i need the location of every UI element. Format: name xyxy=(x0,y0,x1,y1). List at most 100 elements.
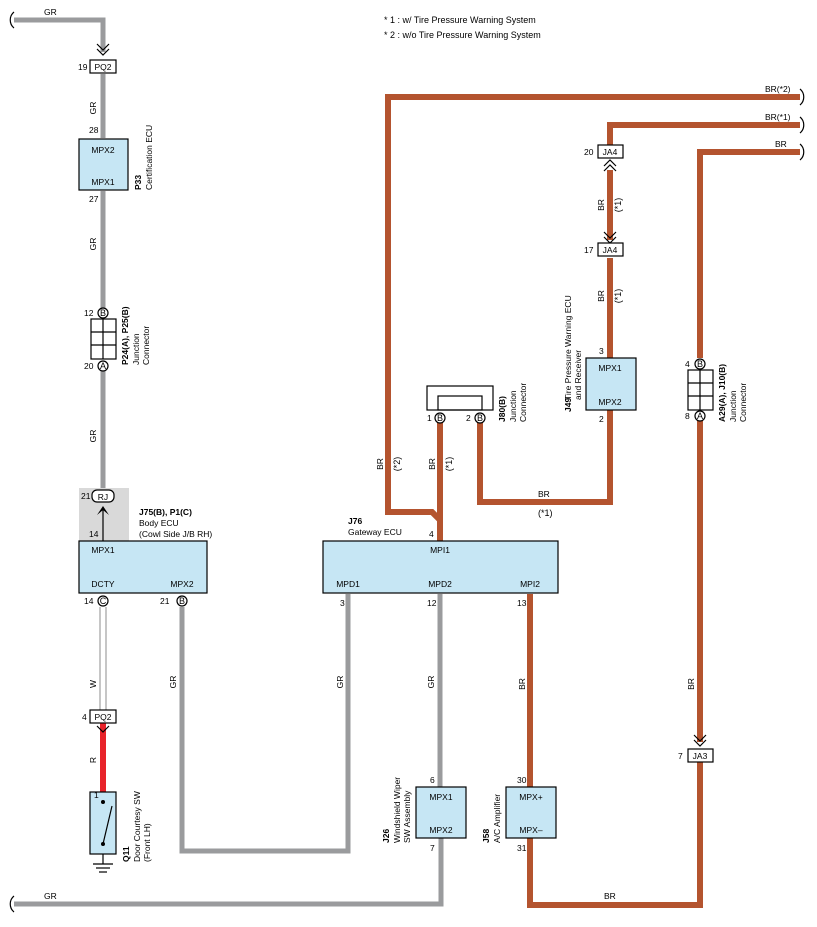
svg-text:B: B xyxy=(437,413,443,423)
svg-text:MPX–: MPX– xyxy=(519,825,542,835)
svg-text:JA4: JA4 xyxy=(603,245,618,255)
wire-gr-top xyxy=(14,17,106,52)
svg-text:MPX2: MPX2 xyxy=(91,145,114,155)
svg-text:Junction: Junction xyxy=(508,390,518,422)
svg-text:Tire Pressure Warning ECU: Tire Pressure Warning ECU xyxy=(563,295,573,400)
lbl-br-4: BR xyxy=(596,199,606,211)
svg-text:28: 28 xyxy=(89,125,99,135)
wire-break-right-1 xyxy=(799,88,805,106)
lbl-gr-top: GR xyxy=(44,7,57,17)
svg-text:MPI2: MPI2 xyxy=(520,579,540,589)
svg-text:1: 1 xyxy=(427,413,432,423)
svg-text:21: 21 xyxy=(81,491,91,501)
ecu-j58-ac-amplifier: MPX+ MPX– 30 31 J58 A/C Amplifier xyxy=(481,775,557,853)
svg-text:Connector: Connector xyxy=(141,326,151,365)
wire-gr-mpx2-mpd1 xyxy=(179,594,351,854)
svg-text:J58: J58 xyxy=(481,829,491,843)
svg-text:31: 31 xyxy=(517,843,527,853)
lbl-s1-3: (*1) xyxy=(613,198,623,213)
svg-text:20: 20 xyxy=(84,361,94,371)
lbl-r: R xyxy=(88,757,98,763)
svg-text:J49: J49 xyxy=(563,398,573,412)
svg-text:B: B xyxy=(100,308,106,318)
svg-text:3: 3 xyxy=(340,598,345,608)
svg-text:JA4: JA4 xyxy=(603,147,618,157)
wire-br-j49-j80 xyxy=(477,410,613,505)
note-2: * 2 : w/o Tire Pressure Warning System xyxy=(384,30,541,40)
lbl-br-7: BR xyxy=(686,678,696,690)
svg-text:Q11: Q11 xyxy=(121,846,131,862)
svg-text:MPX1: MPX1 xyxy=(91,177,114,187)
svg-text:RJ: RJ xyxy=(98,492,108,502)
svg-text:MPD1: MPD1 xyxy=(336,579,360,589)
lbl-s1-2: (*1) xyxy=(538,508,553,518)
svg-text:4: 4 xyxy=(82,712,87,722)
svg-text:6: 6 xyxy=(430,775,435,785)
svg-text:Gateway ECU: Gateway ECU xyxy=(348,527,402,537)
lbl-gr-6: GR xyxy=(426,676,436,689)
svg-text:MPX2: MPX2 xyxy=(598,397,621,407)
wire-br-j58-bottom xyxy=(527,762,703,908)
lbl-br-top: BR xyxy=(775,139,787,149)
note-1: * 1 : w/ Tire Pressure Warning System xyxy=(384,15,536,25)
lbl-br-1: BR xyxy=(375,458,385,470)
svg-text:B: B xyxy=(179,596,185,606)
svg-text:MPX1: MPX1 xyxy=(91,545,114,555)
connector-ja4-bottom: JA4 17 xyxy=(584,231,624,257)
svg-text:PQ2: PQ2 xyxy=(94,712,111,722)
svg-text:Connector: Connector xyxy=(738,383,748,422)
wire-break-right-3 xyxy=(799,143,805,161)
svg-text:4: 4 xyxy=(429,529,434,539)
svg-text:3: 3 xyxy=(599,346,604,356)
svg-text:(Cowl Side J/B RH): (Cowl Side J/B RH) xyxy=(139,529,212,539)
ecu-p33-certification: MPX2 MPX1 28 27 P33 Certification ECU xyxy=(78,125,154,204)
svg-text:B: B xyxy=(697,359,703,369)
ecu-j76-gateway: MPI1 MPD1 MPD2 MPI2 4 3 12 13 J76 Gatewa… xyxy=(322,516,559,608)
svg-text:A29(A), J10(B): A29(A), J10(B) xyxy=(717,364,727,422)
svg-text:1: 1 xyxy=(94,790,99,800)
lbl-br-6: BR xyxy=(517,678,527,690)
connector-ja4-top: JA4 20 xyxy=(584,144,624,172)
svg-text:Body ECU: Body ECU xyxy=(139,518,179,528)
svg-text:JA3: JA3 xyxy=(693,751,708,761)
svg-text:12: 12 xyxy=(427,598,437,608)
svg-text:12: 12 xyxy=(84,308,94,318)
lbl-br-5: BR xyxy=(596,290,606,302)
svg-text:J80(B): J80(B) xyxy=(497,396,507,422)
lbl-br-2: BR xyxy=(427,458,437,470)
svg-text:7: 7 xyxy=(430,843,435,853)
connector-pq2-top: PQ2 19 xyxy=(78,43,117,74)
svg-text:20: 20 xyxy=(584,147,594,157)
svg-text:PQ2: PQ2 xyxy=(94,62,111,72)
lbl-br-3: BR xyxy=(538,489,550,499)
wire-break-right-2 xyxy=(799,116,805,134)
svg-text:Connector: Connector xyxy=(518,383,528,422)
svg-text:30: 30 xyxy=(517,775,527,785)
wire-br-s2 xyxy=(385,94,800,541)
svg-text:8: 8 xyxy=(685,411,690,421)
junction-connector-a29-j10: B A 4 8 A29(A), J10(B) Junction Connecto… xyxy=(685,358,748,422)
svg-text:and Receiver: and Receiver xyxy=(573,350,583,400)
junction-connector-j80: B B 1 2 J80(B) Junction Connector xyxy=(426,383,528,424)
lbl-br-s2: BR(*2) xyxy=(765,84,791,94)
svg-text:P33: P33 xyxy=(133,175,143,190)
svg-text:MPX2: MPX2 xyxy=(170,579,193,589)
svg-text:MPI1: MPI1 xyxy=(430,545,450,555)
lbl-gr-2: GR xyxy=(88,238,98,251)
svg-text:J75(B), P1(C): J75(B), P1(C) xyxy=(139,507,192,517)
lbl-s1-4: (*1) xyxy=(613,289,623,304)
lbl-gr-bottom: GR xyxy=(44,891,57,901)
svg-text:14: 14 xyxy=(89,529,99,539)
connector-ja3: JA3 7 xyxy=(678,734,714,763)
svg-text:J26: J26 xyxy=(381,829,391,843)
switch-q11-door-courtesy: 1 Q11 Door Courtesy SW (Front LH) xyxy=(89,790,152,873)
svg-text:Junction: Junction xyxy=(728,390,738,422)
lbl-s2-1: (*2) xyxy=(392,457,402,472)
svg-text:MPX1: MPX1 xyxy=(598,363,621,373)
svg-text:MPX2: MPX2 xyxy=(429,825,452,835)
lbl-w: W xyxy=(88,680,98,688)
svg-text:7: 7 xyxy=(678,751,683,761)
wire-gr-bottom xyxy=(14,838,444,907)
wire-br-s1 xyxy=(607,122,800,148)
